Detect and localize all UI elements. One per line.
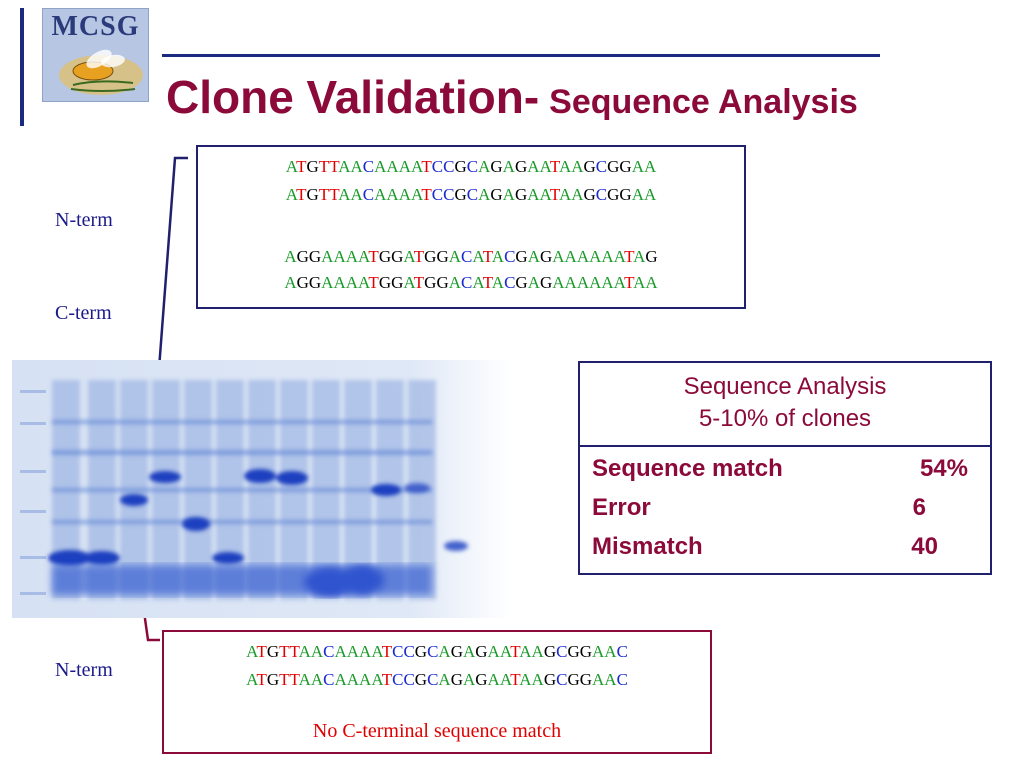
- title-rule: [162, 54, 880, 57]
- bottom-sequence-box: ATGTTAACAAAATCCGCAGAGAATAAGCGGAAC ATGTTA…: [162, 630, 712, 754]
- c-term-label: C-term: [55, 302, 112, 324]
- title-main: Clone Validation-: [166, 71, 540, 123]
- sequence-analysis-table: Sequence Analysis 5-10% of clones Sequen…: [578, 361, 992, 575]
- table-row-value: 6: [912, 494, 926, 521]
- table-row-label: Error: [592, 494, 651, 521]
- title-sub: Sequence Analysis: [549, 83, 858, 121]
- sequence-line: AGGAAAATGGATGGACATACGAGAAAAAATAG: [284, 247, 658, 266]
- no-match-note: No C-terminal sequence match: [312, 720, 562, 742]
- sequence-line: ATGTTAACAAAATCCGCAGAGAATAAGCGGAAC: [246, 642, 628, 661]
- sequence-line: AGGAAAATGGATGGACATACGAGAAAAAATAA: [284, 273, 658, 292]
- slide-title: Clone Validation-Sequence Analysis: [166, 70, 858, 124]
- logo-text: MCSG: [51, 11, 140, 42]
- sequence-line: ATGTTAACAAAATCCGCAGAGAATAAGCGGAA: [285, 185, 657, 204]
- table-header-line2: 5-10% of clones: [698, 405, 872, 432]
- table-header: Sequence Analysis 5-10% of clones: [580, 363, 990, 447]
- bee-icon: [59, 49, 143, 95]
- table-row-value: 54%: [919, 455, 968, 482]
- sequence-line: ATGTTAACAAAATCCGCAGAGAATAAGCGGAA: [285, 157, 657, 176]
- top-sequence-box: ATGTTAACAAAATCCGCAGAGAATAAGCGGAA ATGTTAA…: [196, 145, 746, 309]
- sequence-line: ATGTTAACAAAATCCGCAGAGAATAAGCGGAAC: [246, 670, 628, 689]
- mcsg-logo: MCSG: [42, 8, 149, 102]
- table-row-value: 40: [911, 533, 938, 560]
- n-term-label-bottom: N-term: [55, 659, 113, 681]
- table-row-label: Mismatch: [592, 533, 703, 560]
- left-accent-bar: [20, 8, 24, 126]
- n-term-label-top: N-term: [55, 209, 113, 231]
- table-row-label: Sequence match: [592, 455, 783, 482]
- sds-page-gel-image: [12, 360, 510, 618]
- table-header-line1: Sequence Analysis: [683, 373, 887, 400]
